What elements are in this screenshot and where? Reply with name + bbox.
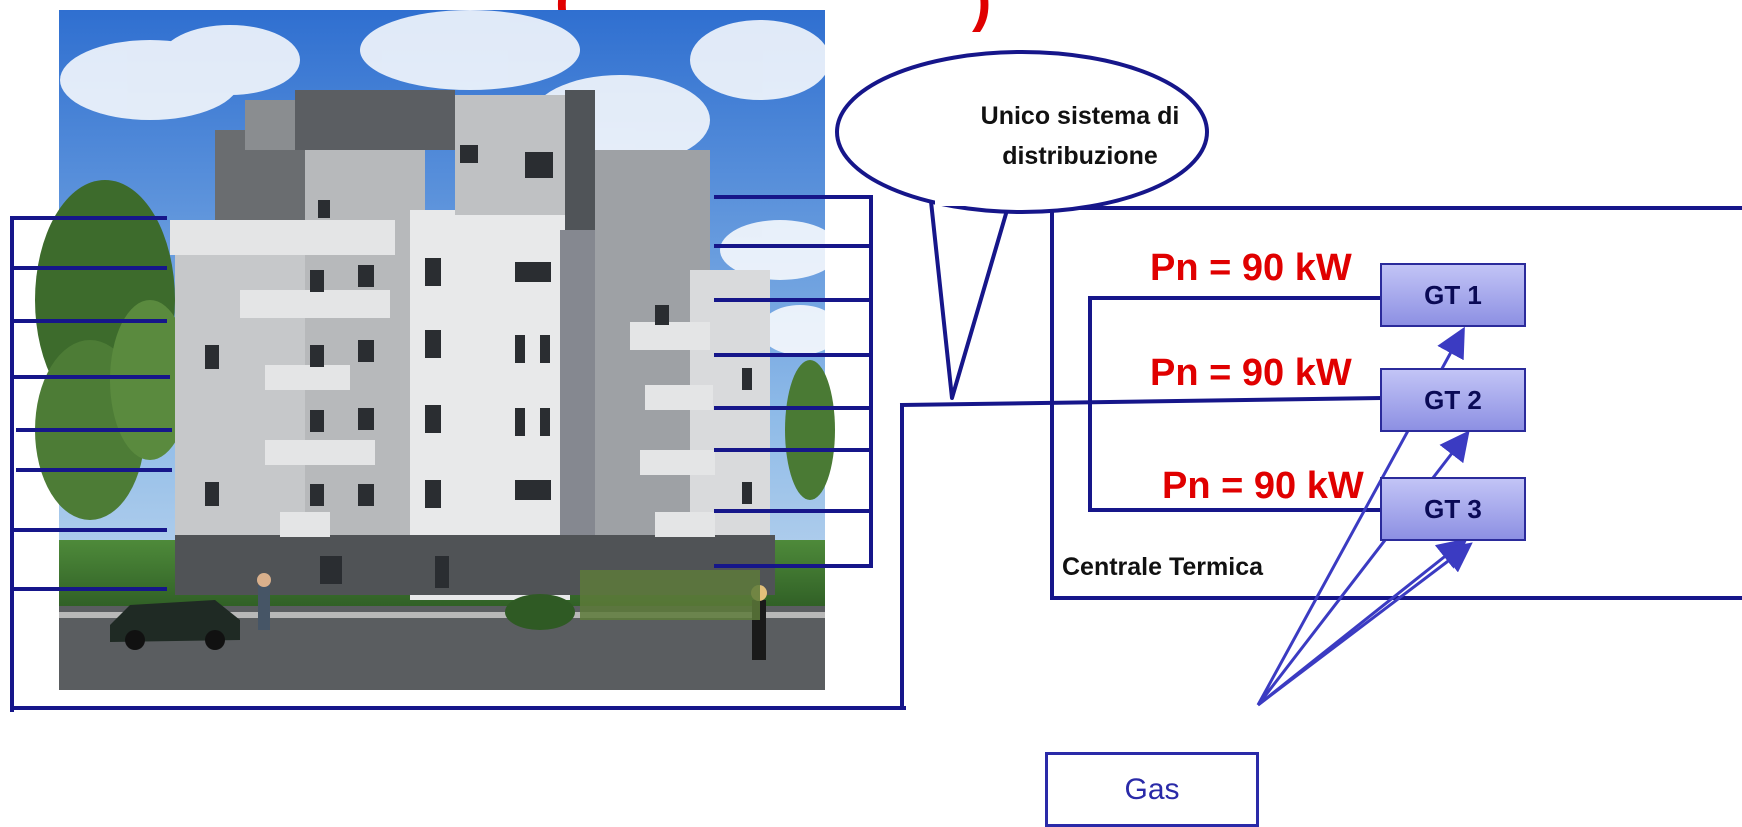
- shrub: [505, 594, 575, 630]
- car: [110, 600, 240, 650]
- callout-text: Unico sistema di distribuzione: [930, 96, 1230, 176]
- distribution-system: [10, 195, 1742, 712]
- callout-line-2: distribuzione: [1002, 142, 1158, 170]
- building-photo: [35, 10, 840, 690]
- pedestrians: [257, 573, 767, 660]
- gt3-power-label: Pn = 90 kW: [1162, 465, 1364, 507]
- generator-gt3[interactable]: GT 3: [1380, 477, 1526, 541]
- gas-supply-box[interactable]: Gas: [1045, 752, 1259, 827]
- hedge: [580, 570, 760, 620]
- callout-line-1: Unico sistema di: [980, 102, 1180, 130]
- supply-main: [899, 395, 1383, 408]
- generator-gt1[interactable]: GT 1: [1380, 263, 1526, 327]
- callout-bubble: [835, 50, 1209, 400]
- building: [170, 90, 775, 600]
- plant-room-label: Centrale Termica: [1062, 553, 1264, 581]
- gt2-power-label: Pn = 90 kW: [1150, 352, 1352, 394]
- gt1-power-label: Pn = 90 kW: [1150, 247, 1352, 289]
- generator-gt2[interactable]: GT 2: [1380, 368, 1526, 432]
- title-close-paren: ): [972, 0, 992, 33]
- gas-arrow-gt3-lower: [1257, 542, 1473, 707]
